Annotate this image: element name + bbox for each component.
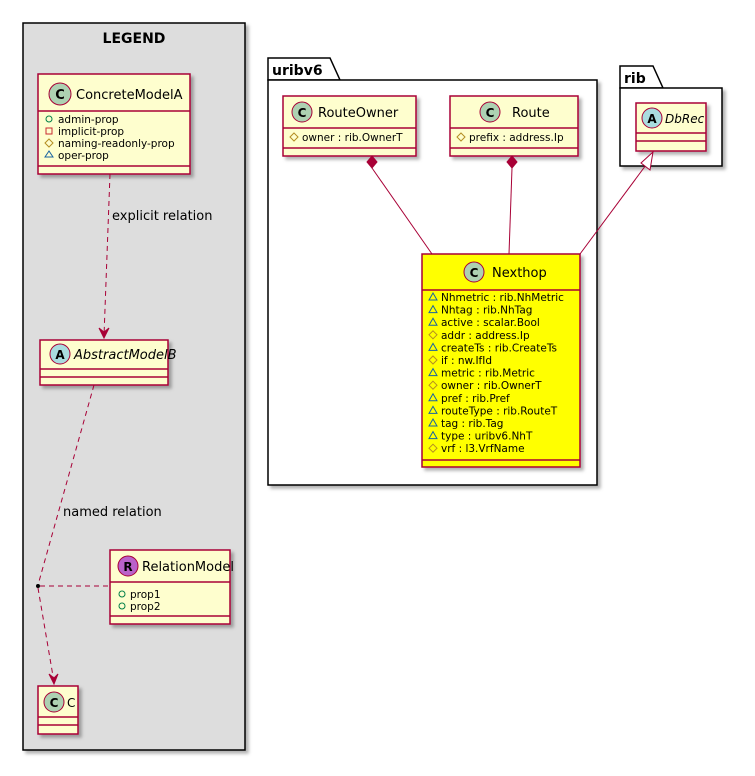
member-name: active : scalar.Bool [441, 317, 540, 329]
member-name: tag : rib.Tag [441, 418, 503, 430]
abstract-class-icon [49, 343, 71, 365]
stereotype-letter: C [470, 266, 479, 280]
member-name: Nhmetric : rib.NhMetric [441, 292, 564, 304]
class-name: ConcreteModelA [76, 88, 183, 103]
stereotype-letter: C [486, 106, 495, 120]
composition-route-nexthop [506, 155, 518, 255]
package-visibility-icon [428, 430, 438, 440]
abstract-class-icon [641, 107, 663, 129]
package-visibility-icon [428, 405, 438, 414]
package-visibility-icon [428, 342, 438, 351]
package-visibility-icon [428, 392, 438, 402]
protected-visibility-icon [428, 330, 438, 340]
class-c-icon [43, 691, 65, 713]
member-name: owner : rib.OwnerT [302, 132, 403, 144]
uribv6-title: uribv6 [272, 63, 323, 79]
stereotype-letter: A [647, 112, 657, 126]
member-name: Nhtag : rib.NhTag [441, 305, 532, 317]
member-name: oper-prop [58, 150, 109, 162]
class-abstract-model-b[interactable]: A AbstractModelB [39, 339, 177, 386]
stereotype-letter: C [55, 88, 65, 103]
class-c-icon [479, 101, 501, 123]
class-name: RouteOwner [318, 106, 399, 121]
inheritance-nexthop-dbrec [579, 150, 654, 255]
relation-model-icon [117, 555, 139, 577]
class-name: C [67, 696, 75, 710]
public-visibility-icon [118, 590, 126, 598]
protected-visibility-icon [289, 132, 299, 142]
class-route[interactable]: C Route prefix : address.Ip [449, 95, 579, 157]
class-name: Nexthop [492, 266, 547, 281]
member-name: prop1 [130, 589, 161, 601]
member-name: implicit-prop [58, 126, 124, 138]
protected-visibility-icon [456, 132, 466, 142]
explicit-relation-arrow: explicit relation [98, 173, 212, 340]
member-name: routeType : rib.RouteT [441, 405, 558, 417]
association-point [36, 584, 40, 588]
package-visibility-icon [428, 417, 438, 427]
named-relation-arrow: named relation [36, 384, 162, 686]
member-name: pref : rib.Pref [441, 393, 510, 405]
stereotype-letter: C [50, 696, 59, 710]
member-name: naming-readonly-prop [58, 138, 175, 150]
legend-title: LEGEND [103, 31, 166, 47]
protected-visibility-icon [428, 443, 438, 453]
member-name: prop2 [130, 601, 161, 613]
stereotype-letter: R [123, 560, 132, 574]
class-c-icon [463, 261, 485, 283]
public-visibility-icon [45, 115, 53, 123]
protected-visibility-icon [44, 138, 54, 148]
package-visibility-icon [428, 367, 438, 377]
class-route-owner[interactable]: C RouteOwner owner : rib.OwnerT [282, 95, 417, 157]
public-visibility-icon [118, 602, 126, 610]
class-name: DbRec [665, 112, 705, 126]
package-visibility-icon [44, 150, 54, 158]
class-name: RelationModel [142, 560, 234, 575]
member-name: metric : rib.Metric [441, 368, 535, 380]
class-concrete-model-a[interactable]: C ConcreteModelA admin-prop implicit-pro… [37, 73, 191, 175]
class-db-rec[interactable]: A DbRec [635, 102, 707, 152]
composition-route-owner-nexthop [366, 155, 433, 255]
class-c-icon [48, 82, 72, 106]
member-name: createTs : rib.CreateTs [441, 342, 557, 354]
named-relation-label: named relation [63, 505, 162, 520]
class-c[interactable]: C C [37, 685, 79, 735]
member-name: vrf : l3.VrfName [441, 443, 525, 455]
member-name: prefix : address.Ip [469, 132, 564, 144]
rib-title: rib [624, 71, 646, 87]
class-name: AbstractModelB [73, 348, 177, 363]
protected-visibility-icon [428, 355, 438, 365]
stereotype-letter: A [55, 348, 65, 362]
package-visibility-icon [428, 317, 438, 326]
package-visibility-icon [428, 304, 438, 314]
member-name: admin-prop [58, 114, 119, 126]
class-c-icon [291, 101, 313, 123]
package-visibility-icon [428, 291, 438, 301]
class-name: Route [512, 106, 550, 121]
explicit-relation-label: explicit relation [112, 209, 212, 224]
member-name: owner : rib.OwnerT [441, 380, 542, 392]
private-visibility-icon [45, 127, 53, 135]
member-name: if : nw.IfId [441, 355, 492, 367]
class-relation-model[interactable]: R RelationModel prop1 prop2 [109, 549, 234, 625]
member-name: type : uribv6.NhT [441, 431, 533, 443]
protected-visibility-icon [428, 380, 438, 390]
member-name: addr : address.Ip [441, 330, 530, 342]
stereotype-letter: C [298, 106, 307, 120]
